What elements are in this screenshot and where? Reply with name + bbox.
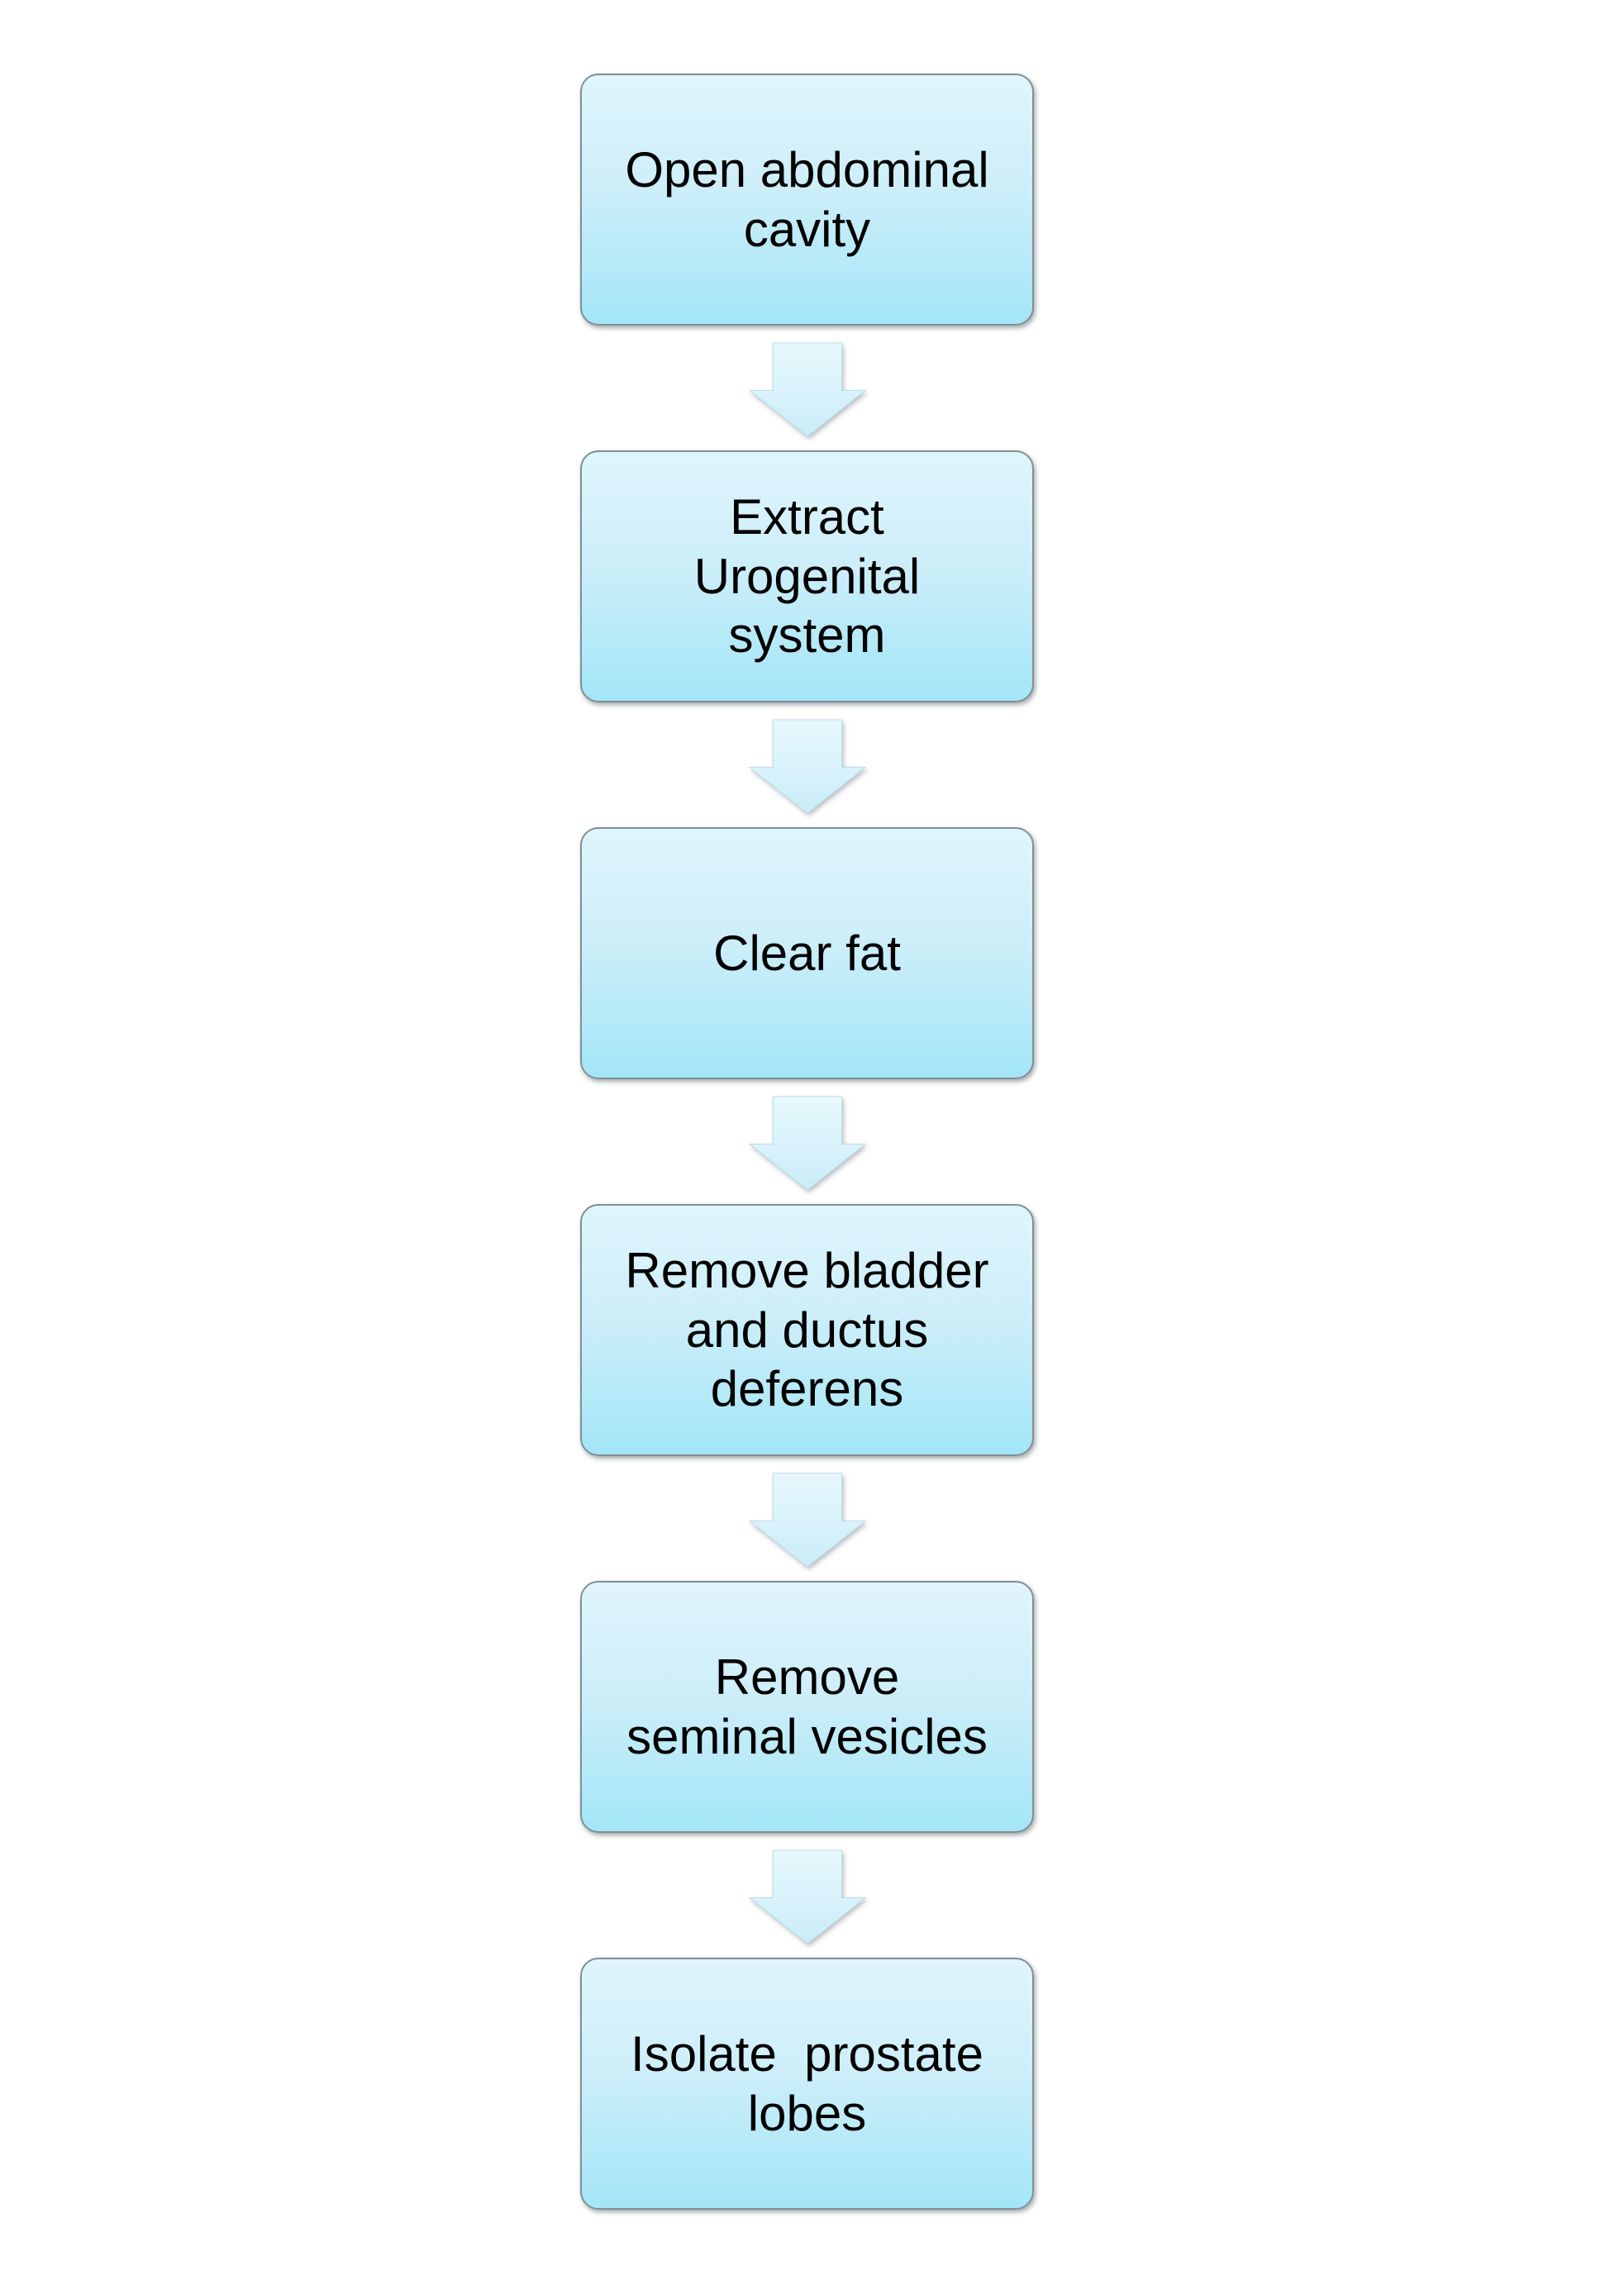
connector — [748, 326, 866, 450]
flow-node-clear-fat: Clear fat — [580, 827, 1034, 1079]
flow-node-label: Isolate prostate lobes — [631, 2026, 983, 2141]
down-arrow-icon — [748, 719, 866, 814]
down-arrow-icon — [748, 1096, 866, 1191]
flow-node-extract-urogenital-system: Extract Urogenital system — [580, 450, 1034, 702]
down-arrow-icon — [748, 342, 866, 437]
flow-node-label: Remove bladder and ductus deferens — [625, 1243, 989, 1417]
flow-node-label: Clear fat — [713, 925, 901, 981]
down-arrow-icon — [748, 1849, 866, 1944]
flow-node-remove-bladder-ductus-deferens: Remove bladder and ductus deferens — [580, 1204, 1034, 1456]
connector — [748, 702, 866, 827]
flow-node-label: Extract Urogenital system — [693, 489, 921, 664]
flowchart: Open abdominal cavity Extract Urogenital… — [580, 74, 1034, 2210]
flow-node-isolate-prostate-lobes: Isolate prostate lobes — [580, 1958, 1034, 2210]
down-arrow-icon — [748, 1473, 866, 1568]
connector — [748, 1833, 866, 1958]
connector — [748, 1079, 866, 1204]
flow-node-label: Remove seminal vesicles — [626, 1649, 988, 1764]
flow-node-label: Open abdominal cavity — [625, 142, 989, 257]
flow-node-open-abdominal-cavity: Open abdominal cavity — [580, 74, 1034, 326]
connector — [748, 1456, 866, 1581]
flow-node-remove-seminal-vesicles: Remove seminal vesicles — [580, 1581, 1034, 1833]
